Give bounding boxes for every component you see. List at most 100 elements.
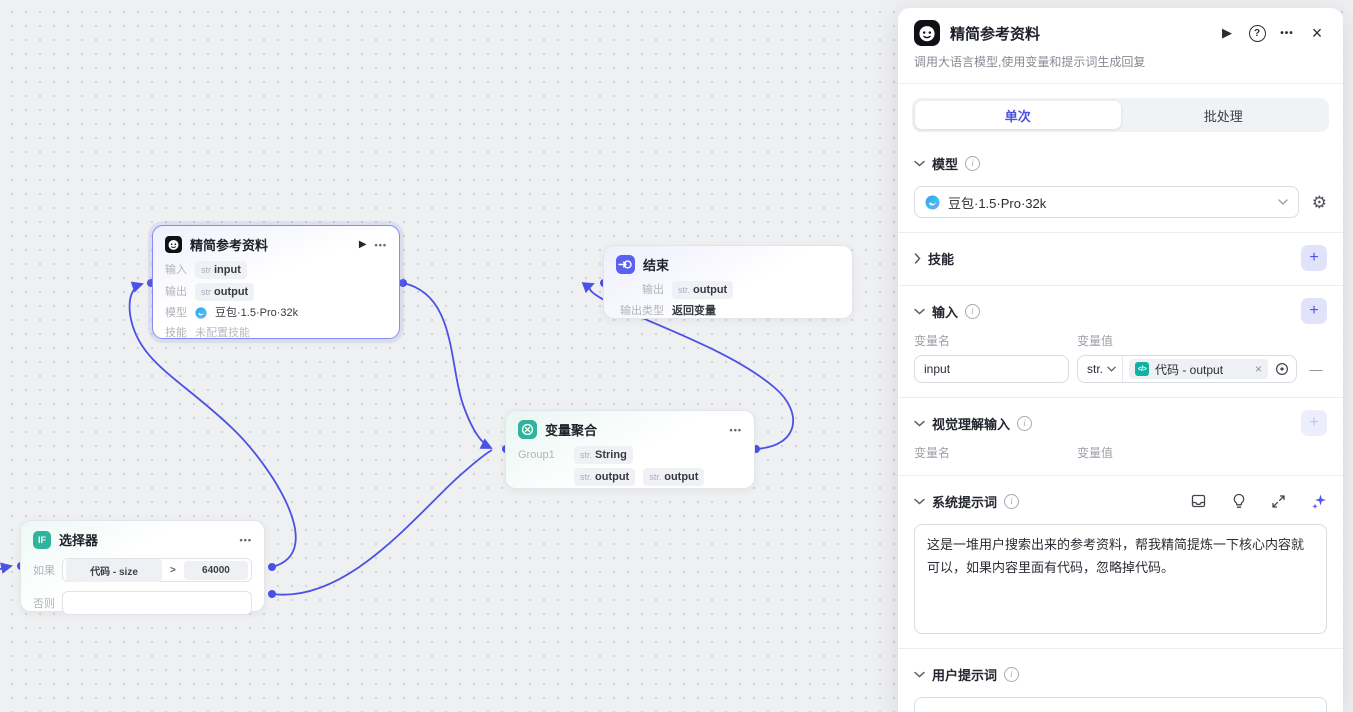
llm-node-run-icon[interactable]: ▶ xyxy=(358,239,367,250)
llm-model-value: 豆包·1.5·Pro·32k xyxy=(215,307,299,319)
divider xyxy=(898,648,1343,649)
var-name-input[interactable]: input xyxy=(914,355,1069,383)
selector-else-condition[interactable] xyxy=(62,591,252,615)
vision-input-section: 视觉理解输入 i + 变量名 变量值 xyxy=(898,398,1343,475)
model-section: 模型 i 豆包·1.5·Pro·32k ⚙ xyxy=(898,146,1343,232)
doubao-icon xyxy=(195,307,207,319)
chevron-down-icon[interactable] xyxy=(914,671,925,678)
add-input-button[interactable]: + xyxy=(1301,298,1327,324)
selector-if-row: 如果 代码 - size > 64000 xyxy=(21,556,264,584)
end-output-pill: str.output xyxy=(672,281,734,299)
panel-title: 精简参考资料 xyxy=(950,25,1041,43)
remove-ref-icon[interactable]: × xyxy=(1254,362,1262,376)
expand-icon[interactable] xyxy=(1271,494,1286,509)
info-icon[interactable]: i xyxy=(1004,493,1020,509)
add-skill-button[interactable]: + xyxy=(1301,245,1327,271)
more-menu-icon[interactable]: ••• xyxy=(1280,27,1294,39)
chevron-right-icon[interactable] xyxy=(914,252,921,264)
divider xyxy=(898,83,1343,84)
node-selector[interactable]: IF 选择器 ••• 如果 代码 - size > 64000 否则 xyxy=(20,520,265,615)
input-section: 输入 i + 变量名 变量值 input str. </> xyxy=(898,286,1343,397)
user-prompt-title: 用户提示词 xyxy=(932,667,998,683)
edge-llm-to-aggregate[interactable] xyxy=(402,282,493,449)
info-icon[interactable]: i xyxy=(1004,666,1020,682)
selector-node-title: 选择器 xyxy=(59,533,99,548)
llm-output-label: 输出 xyxy=(165,286,187,298)
llm-output-port[interactable] xyxy=(399,279,407,287)
col-var-name: 变量名 xyxy=(914,334,951,348)
divider xyxy=(898,397,1343,398)
system-prompt-title: 系统提示词 xyxy=(932,494,998,510)
skills-section: 技能 + xyxy=(898,233,1343,285)
code-icon: </> xyxy=(1135,362,1150,376)
input-row: input str. </> 代码 - output × xyxy=(914,355,1327,383)
end-type-row: 输出类型 返回变量 xyxy=(604,301,852,321)
divider xyxy=(898,285,1343,286)
user-prompt-textarea[interactable]: {{input}} xyxy=(914,697,1327,712)
llm-node-title: 精简参考资料 xyxy=(190,238,269,253)
chevron-down-icon[interactable] xyxy=(914,160,925,167)
ai-sparkle-icon[interactable] xyxy=(1311,493,1327,509)
aggregate-group-label: Group1 xyxy=(518,449,555,461)
var-ref-tag[interactable]: </> 代码 - output × xyxy=(1129,359,1268,379)
prompt-library-icon[interactable] xyxy=(1190,493,1207,509)
selector-if-output-port[interactable] xyxy=(268,563,276,571)
locate-icon[interactable] xyxy=(1275,362,1289,376)
tab-batch[interactable]: 批处理 xyxy=(1203,108,1243,124)
system-prompt-textarea[interactable]: 这是一堆用户搜索出来的参考资料，帮我精简提炼一下核心内容就可以，如果内容里面有代… xyxy=(914,524,1327,634)
skills-section-title: 技能 xyxy=(928,251,955,267)
optimize-lightbulb-icon[interactable] xyxy=(1232,493,1246,509)
user-prompt-section: 用户提示词 i {{input}} xyxy=(898,649,1343,712)
selector-node-icon: IF xyxy=(33,530,51,549)
llm-skill-label: 技能 xyxy=(165,327,187,339)
panel-description: 调用大语言模型,使用变量和提示词生成回复 xyxy=(914,55,1146,69)
model-select[interactable]: 豆包·1.5·Pro·32k xyxy=(914,186,1299,218)
remove-input-button[interactable]: — xyxy=(1309,361,1323,377)
panel-node-icon xyxy=(914,20,940,46)
selector-else-row: 否则 xyxy=(21,589,264,617)
system-prompt-section: 系统提示词 i xyxy=(898,476,1343,648)
condition-left-pill: 代码 - size xyxy=(66,558,162,582)
type-prefix: str. xyxy=(649,472,662,482)
divider xyxy=(898,232,1343,233)
col-var-value: 变量值 xyxy=(1077,446,1114,460)
if-icon-text: IF xyxy=(38,534,46,545)
llm-input-label: 输入 xyxy=(165,264,187,276)
close-icon[interactable]: × xyxy=(1311,22,1323,43)
selector-if-condition[interactable]: 代码 - size > 64000 xyxy=(62,558,252,582)
llm-model-label: 模型 xyxy=(165,307,187,319)
type-select[interactable]: str. xyxy=(1078,362,1122,376)
edge-into-selector[interactable] xyxy=(0,562,13,574)
chevron-down-icon[interactable] xyxy=(914,308,925,315)
selector-node-more-icon[interactable]: ••• xyxy=(239,534,252,545)
end-output-row: 输出 str.output xyxy=(604,279,852,301)
aggregate-node-title: 变量聚合 xyxy=(545,423,598,438)
input-section-title: 输入 xyxy=(932,304,959,320)
aggregate-output-pill-2: str.output xyxy=(643,468,705,486)
var-name: output xyxy=(664,471,699,483)
info-icon[interactable]: i xyxy=(965,303,981,319)
info-icon[interactable]: i xyxy=(1017,415,1033,431)
aggregate-node-more-icon[interactable]: ••• xyxy=(729,424,742,435)
var-value-field: str. </> 代码 - output × xyxy=(1077,355,1297,383)
var-ref-area: </> 代码 - output × xyxy=(1122,356,1296,382)
edge-selector-else-to-aggregate[interactable] xyxy=(271,449,493,596)
chevron-down-icon[interactable] xyxy=(914,498,925,505)
model-settings-gear-icon[interactable]: ⚙ xyxy=(1311,192,1327,212)
help-icon[interactable]: ? xyxy=(1247,24,1267,42)
tab-single[interactable]: 单次 xyxy=(915,101,1121,129)
add-vision-input-button-disabled: + xyxy=(1301,410,1327,436)
llm-model-row: 模型 豆包·1.5·Pro·32k xyxy=(153,303,399,323)
info-icon[interactable]: i xyxy=(965,155,981,171)
run-button[interactable]: ▶ xyxy=(1222,25,1232,40)
node-aggregate[interactable]: 变量聚合 ••• Group1 str.String str.output st… xyxy=(505,410,755,489)
llm-node-more-icon[interactable]: ••• xyxy=(374,239,387,250)
selector-else-label: 否则 xyxy=(33,598,55,610)
node-end[interactable]: 结束 输出 str.output 输出类型 返回变量 xyxy=(603,245,853,319)
selector-else-output-port[interactable] xyxy=(268,590,276,598)
chevron-down-icon[interactable] xyxy=(914,420,925,427)
